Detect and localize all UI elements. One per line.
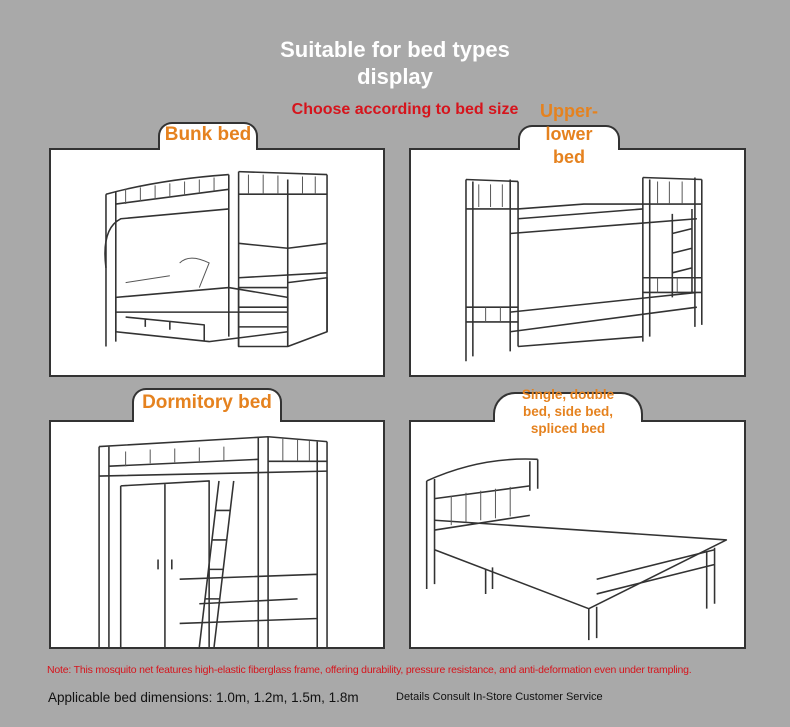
upper-lower-bed-label: Upper- lower bed (512, 100, 626, 169)
single-double-bed-illustration (425, 458, 728, 641)
consult-service-text: Details Consult In-Store Customer Servic… (396, 691, 603, 703)
label-line: bed (552, 147, 585, 167)
fiberglass-note: Note: This mosquito net features high-el… (47, 664, 692, 676)
dormitory-bed-tab (132, 388, 282, 422)
label-line: Single, double (521, 387, 615, 402)
bed-dimensions: Applicable bed dimensions: 1.0m, 1.2m, 1… (48, 690, 359, 705)
dormitory-bed-label: Dormitory bed (142, 392, 272, 413)
upper-lower-bed-tab (518, 125, 620, 150)
upper-lower-bed-illustration (465, 176, 703, 362)
label-line: Upper- (540, 101, 598, 121)
single-double-bed-label: Single, double bed, side bed, spliced be… (493, 386, 643, 437)
single-double-bed-panel (409, 420, 746, 649)
bunk-bed-panel (49, 148, 385, 377)
bunk-bed-label: Bunk bed (164, 124, 252, 145)
upper-lower-bed-panel (409, 148, 746, 377)
label-line: lower (545, 124, 593, 144)
bunk-bed-illustration (104, 170, 328, 348)
bunk-bed-tab (158, 122, 258, 150)
title-line-1: Suitable for bed types (280, 37, 510, 62)
subtitle: Choose according to bed size (291, 101, 519, 118)
dormitory-bed-panel (49, 420, 385, 649)
label-line: spliced bed (530, 421, 606, 436)
title-line-2: display (357, 64, 433, 89)
page-title: Suitable for bed types display (0, 36, 790, 90)
label-line: bed, side bed, (522, 404, 614, 419)
single-double-bed-tab (493, 392, 643, 422)
dormitory-bed-illustration (98, 435, 328, 647)
